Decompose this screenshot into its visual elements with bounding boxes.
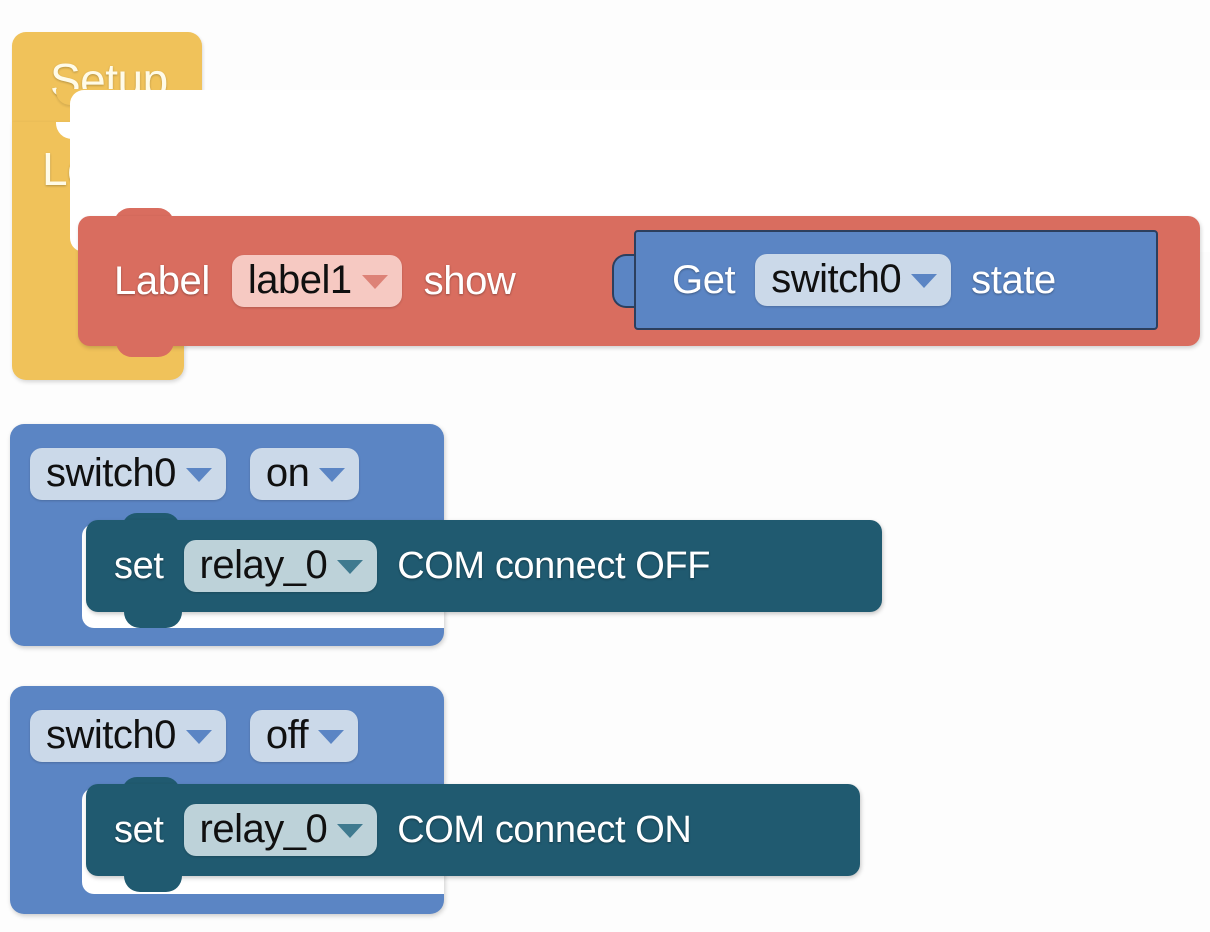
get-block-suffix: state xyxy=(971,258,1056,302)
chevron-down-icon xyxy=(319,467,346,482)
set-relay-off-dropdown[interactable]: relay_0 xyxy=(183,540,378,592)
switch-on-hat-header: switch0 on xyxy=(10,424,444,524)
set-relay-off-prefix: set xyxy=(114,545,164,587)
switch-off-hat-header: switch0 off xyxy=(10,686,444,786)
get-switch-dropdown-value: switch0 xyxy=(771,257,902,301)
set-relay-off-bottom-nub xyxy=(124,612,182,628)
switch-off-device-dropdown[interactable]: switch0 xyxy=(30,710,226,762)
switch-off-event-dropdown-value: off xyxy=(265,713,309,757)
block-set-relay-com-off[interactable]: set relay_0 COM connect OFF xyxy=(86,520,882,612)
chevron-down-icon xyxy=(337,559,364,574)
get-block-prefix: Get xyxy=(672,258,736,302)
block-set-relay-com-on[interactable]: set relay_0 COM connect ON xyxy=(86,784,860,876)
set-relay-on-dropdown-value: relay_0 xyxy=(199,807,328,851)
chevron-down-icon xyxy=(911,273,938,288)
label-block-bottom-nub xyxy=(116,340,174,357)
switch-off-event-dropdown[interactable]: off xyxy=(249,710,359,762)
label-name-dropdown-value: label1 xyxy=(247,258,352,302)
set-relay-on-dropdown[interactable]: relay_0 xyxy=(183,804,378,856)
chevron-down-icon xyxy=(361,274,388,289)
set-relay-on-prefix: set xyxy=(114,809,164,851)
block-get-switch-state[interactable]: Get switch0 state xyxy=(634,230,1158,330)
label-name-dropdown[interactable]: label1 xyxy=(231,255,402,307)
block-group-setup-loop: Setup Loop Label label1 show Get switch0 xyxy=(0,0,1210,400)
get-switch-dropdown[interactable]: switch0 xyxy=(755,254,952,306)
chevron-down-icon xyxy=(185,467,212,482)
switch-on-event-dropdown-value: on xyxy=(265,451,310,495)
set-relay-on-bottom-nub xyxy=(124,876,182,892)
switch-off-device-dropdown-value: switch0 xyxy=(46,713,176,757)
label-block-suffix: show xyxy=(423,259,516,303)
set-relay-off-dropdown-value: relay_0 xyxy=(199,543,328,587)
get-block-output-tab xyxy=(612,254,638,308)
set-relay-off-suffix: COM connect OFF xyxy=(397,545,711,587)
chevron-down-icon xyxy=(185,729,212,744)
switch-on-event-dropdown[interactable]: on xyxy=(249,448,360,500)
label-block-prefix: Label xyxy=(114,259,210,303)
switch-on-device-dropdown[interactable]: switch0 xyxy=(30,448,226,500)
switch-on-device-dropdown-value: switch0 xyxy=(46,451,176,495)
chevron-down-icon xyxy=(337,823,364,838)
chevron-down-icon xyxy=(318,729,345,744)
set-relay-on-suffix: COM connect ON xyxy=(397,809,692,851)
